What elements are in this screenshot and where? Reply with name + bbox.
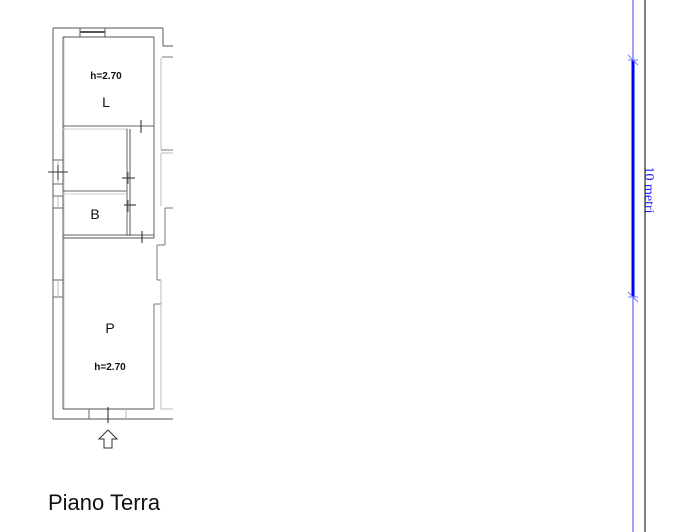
room-l-height-label: h=2.70 [90, 71, 122, 82]
floor-title: Piano Terra [48, 490, 161, 515]
room-p-height-label: h=2.70 [94, 362, 126, 373]
scale-bar-label: 10 metri [641, 166, 656, 214]
arrow-up-icon [97, 429, 119, 449]
room-b-label: B [90, 206, 100, 222]
window-left-2 [52, 195, 64, 209]
room-l-label: L [102, 94, 110, 110]
outer-walls [52, 27, 173, 420]
entrance-door [88, 407, 127, 423]
internal-walls [63, 125, 155, 239]
scale-bar [627, 0, 646, 532]
window-left-3 [52, 279, 64, 298]
window-top [79, 28, 106, 37]
room-p-label: P [105, 320, 115, 336]
right-walls [153, 56, 173, 410]
door-marks [122, 120, 143, 243]
window-left-1 [48, 159, 68, 185]
